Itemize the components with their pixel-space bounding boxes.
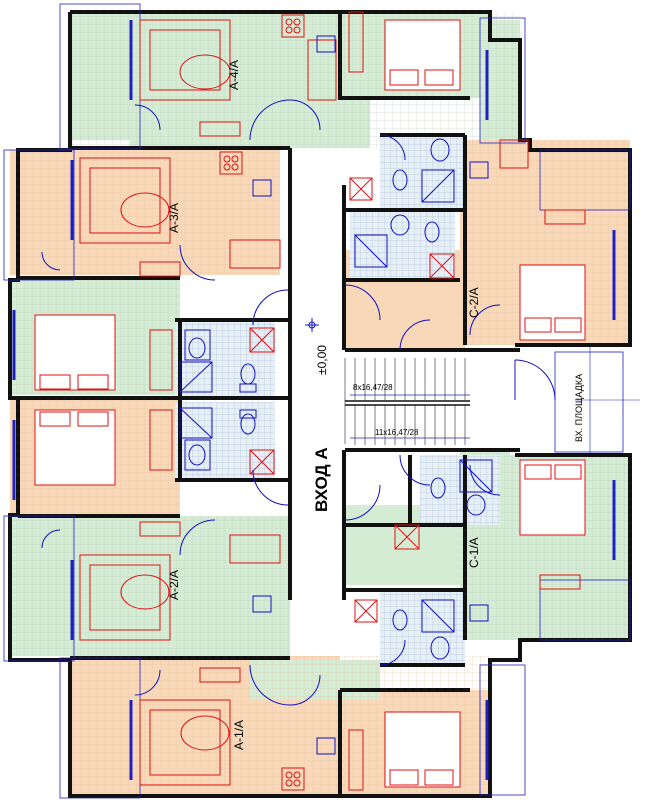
- bed-a4: [384, 19, 461, 91]
- sofa-a2: [79, 554, 171, 641]
- corridor: [288, 185, 344, 600]
- doors: [41, 99, 501, 706]
- stair-note-upper: 8x16,47/28: [353, 383, 393, 392]
- apartment-label-a1: A-1/A: [232, 720, 246, 750]
- table-a1: [180, 715, 230, 751]
- table-a2: [120, 574, 170, 610]
- sofa-a4: [139, 19, 231, 101]
- furniture: [34, 11, 586, 791]
- bed-a1: [384, 711, 461, 788]
- bed-a3: [34, 314, 116, 391]
- table-a4: [179, 54, 231, 90]
- windows: [12, 20, 616, 780]
- stair-note-lower: 11x16,47/28: [375, 428, 419, 437]
- fixtures: [179, 35, 493, 755]
- balconies: [3, 3, 631, 799]
- bed-c1: [519, 459, 586, 536]
- entrance-label: ВХОД А: [312, 447, 331, 512]
- stair-well: [345, 350, 510, 450]
- apartment-label-a4: A-4/A: [227, 60, 241, 90]
- sofa-a3: [79, 157, 171, 244]
- bed-c2: [519, 264, 586, 341]
- apartment-label-a3: A-3/A: [167, 203, 181, 233]
- level-mark: ±0,00: [315, 345, 329, 375]
- table-a3: [120, 192, 170, 228]
- apartment-label-c1: C-1/A: [467, 537, 481, 568]
- apartment-label-a2: A-2/A: [167, 570, 181, 600]
- bed-a2: [34, 409, 116, 486]
- platform-label: ВХ. ПЛОЩАДКА: [574, 374, 584, 442]
- labels: A-4/A A-3/A A-2/A A-1/A C-2/A C-1/A ±0,0…: [167, 60, 584, 750]
- level-marker: [305, 318, 319, 332]
- sofa-a1: [139, 699, 231, 786]
- core: [288, 185, 640, 600]
- apartment-label-c2: C-2/A: [467, 287, 481, 318]
